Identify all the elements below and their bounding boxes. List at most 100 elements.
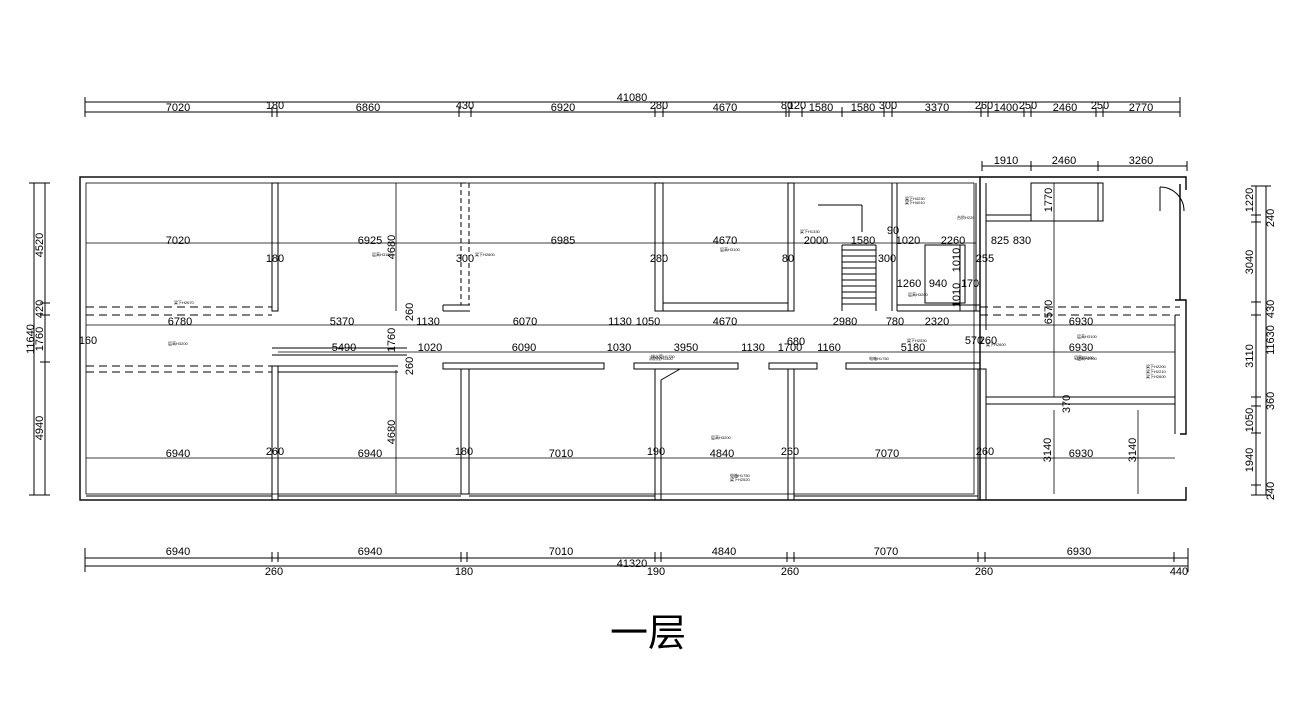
dimension-label: 层高H3200 [711, 434, 732, 440]
dimension-label: 940 [929, 278, 947, 290]
dimension-label: 120 [788, 100, 806, 112]
dimension-label: 梁下H4010 [905, 199, 926, 205]
dimension-label: 570 [965, 335, 983, 347]
dimension-label: 1030 [607, 342, 631, 354]
dimension-label: 430 [456, 100, 474, 112]
dimension-label: 2460 [1053, 102, 1077, 114]
dimension-label: 7070 [874, 546, 898, 558]
top-total: 41080 [617, 92, 648, 104]
dimension-label: 6940 [166, 546, 190, 558]
stair [818, 204, 877, 311]
dimension-label: 830 [1013, 235, 1031, 247]
dimension-label: 3140 [1042, 438, 1054, 462]
dimension-label: 1130 [416, 316, 440, 328]
top-dimension-line [84, 97, 1181, 117]
dimension-label: 1400 [994, 102, 1018, 114]
dimension-label: 1580 [851, 102, 875, 114]
interior-dimension-lines [86, 183, 1175, 494]
dimension-label: 7070 [875, 448, 899, 460]
dimension-labels: 41080 7020 180 6860 430 6920 280 4670 80… [25, 92, 1277, 578]
dimension-label: 2460 [1052, 155, 1076, 167]
dimension-label: 260 [266, 446, 284, 458]
dimension-label: 1700 [778, 342, 802, 354]
dimension-label: 300 [879, 100, 897, 112]
dimension-label: 90 [887, 225, 899, 237]
dimension-label: 11630 [1265, 325, 1277, 355]
dimension-label: 6070 [513, 316, 537, 328]
dimension-label: 1020 [418, 342, 442, 354]
dimension-label: 4940 [34, 416, 46, 440]
dimension-label: 2980 [833, 316, 857, 328]
dimension-label: 3950 [674, 342, 698, 354]
dimension-label: 4670 [713, 235, 737, 247]
dimension-label: 1020 [896, 235, 920, 247]
dimension-label: 1260 [897, 278, 921, 290]
dimension-label: 250 [1019, 100, 1037, 112]
dimension-label: 6930 [1069, 448, 1093, 460]
dimension-label: 1050 [636, 316, 660, 328]
dimension-label: 80 [781, 100, 793, 112]
dimension-label: 1220 [1244, 188, 1256, 212]
dimension-label: 4680 [386, 420, 398, 444]
dimension-label: 180 [455, 446, 473, 458]
dimension-label: 440 [1170, 566, 1188, 578]
top-right-dimension-line [981, 161, 1188, 171]
dimension-label: 电箱H1750 [869, 355, 890, 361]
dimension-label: 梁下H2600 [1146, 373, 1167, 379]
dimension-label: 80 [782, 253, 794, 265]
dimension-label: 2320 [925, 316, 949, 328]
dimension-label: 260 [781, 566, 799, 578]
dimension-label: 260 [404, 303, 416, 321]
dimension-label: 250 [1091, 100, 1109, 112]
dimension-label: 180 [266, 100, 284, 112]
dimension-label: 180 [266, 253, 284, 265]
dimension-label: 梁下H2200 [1146, 363, 1167, 369]
dimension-label: 1130 [741, 342, 765, 354]
dimension-label: 7010 [549, 448, 573, 460]
drawing-title: 一层 [609, 611, 686, 655]
dimension-label: 260 [979, 335, 997, 347]
dimension-label: 41320 [617, 558, 648, 570]
dimension-label: 1910 [994, 155, 1018, 167]
dimension-label: 6090 [512, 342, 536, 354]
dimension-label: 180 [455, 566, 473, 578]
dimension-label: 260 [975, 566, 993, 578]
small-annotations: 梁下H2670 层高H3200 梁下H2600 层高H3100 梁下H1330 … [168, 195, 1167, 482]
dimension-label: 1010 [951, 283, 963, 307]
dimension-label: 2260 [941, 235, 965, 247]
dimension-label: 梁下H2600 [986, 341, 1007, 347]
dimension-label: 层高H3100 [1077, 333, 1098, 339]
dimension-label: 240 [1265, 482, 1277, 500]
dimension-label: 电箱H1750 [730, 472, 751, 478]
dimension-label: 1580 [851, 235, 875, 247]
dimension-label: 梁下H4230 [905, 195, 926, 201]
dimension-label: 1010 [951, 248, 963, 272]
dimension-label: 300 [878, 253, 896, 265]
dimension-label: 170 [961, 278, 979, 290]
bottom-dimension-line [84, 548, 1189, 572]
dimension-label: 4840 [710, 448, 734, 460]
dimension-label: 层高H3100 [1074, 354, 1095, 360]
dimension-label: 420 [34, 300, 46, 318]
dimension-label: 260 [265, 566, 283, 578]
dimension-label: 6985 [551, 235, 575, 247]
dimension-label: 6940 [166, 448, 190, 460]
dimension-label: 260 [976, 446, 994, 458]
dimension-label: 300 [456, 253, 474, 265]
dimension-label: 6860 [356, 102, 380, 114]
dimension-label: 层高H2900 [1077, 355, 1098, 361]
dimension-label: 5490 [332, 342, 356, 354]
dimension-label: 1130 [608, 316, 632, 328]
dimension-label: 3370 [925, 102, 949, 114]
dimension-label: 6780 [168, 316, 192, 328]
dimension-label: 190 [647, 446, 665, 458]
dimension-label: 梁下H1330 [800, 228, 821, 234]
dimension-label: 280 [650, 253, 668, 265]
dimension-label: 430 [1265, 300, 1277, 318]
dimension-label: 层高H3200 [168, 340, 189, 346]
dimension-label: 6570 [1043, 300, 1055, 324]
dimension-label: 7020 [166, 235, 190, 247]
dimension-label: 4680 [386, 235, 398, 259]
dimension-label: 1760 [386, 328, 398, 352]
